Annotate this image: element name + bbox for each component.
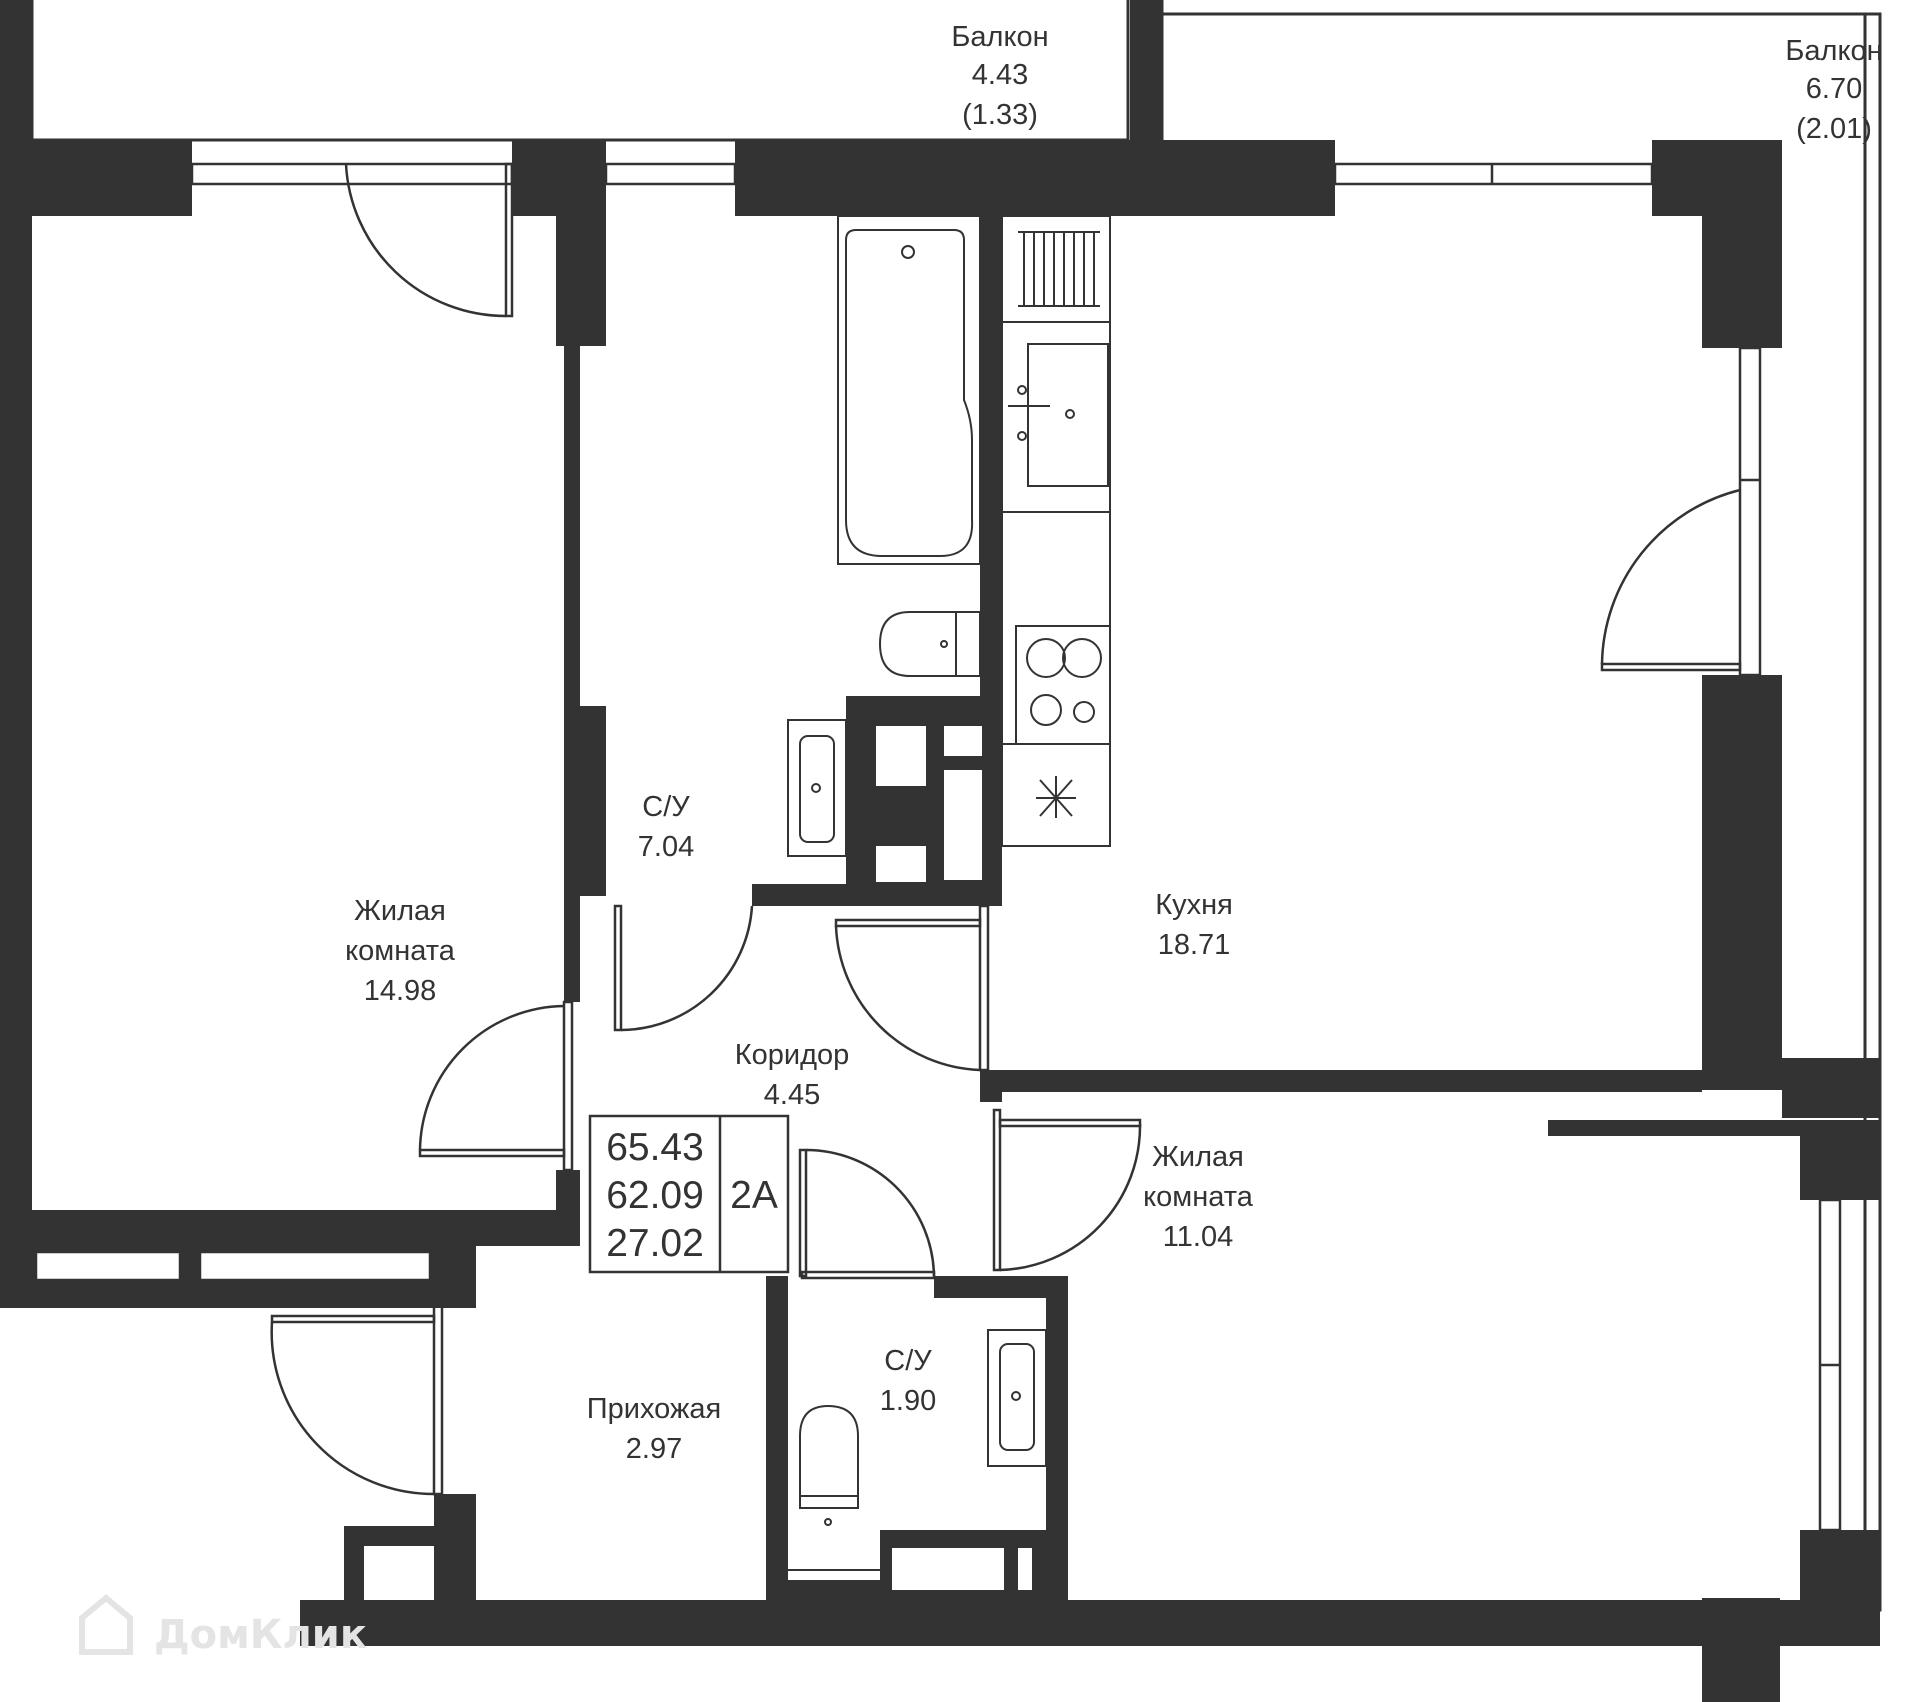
balcony-1-coef: (1.33) (962, 99, 1038, 131)
bathroom-1-name: С/У (642, 791, 690, 823)
living-room-2-line1: Жилая (1152, 1141, 1244, 1173)
room-labels: Балкон 4.43 (1.33) Балкон 6.70 (2.01) С/… (345, 21, 1882, 1465)
sink-icon-2 (987, 1329, 1047, 1467)
living-room-1-line2: комната (345, 935, 456, 967)
living-total: 62.09 (606, 1174, 704, 1217)
bathroom-2-area: 1.90 (880, 1385, 936, 1417)
bathroom-1-area: 7.04 (638, 831, 694, 863)
balcony-2-name: Балкон (1785, 35, 1882, 67)
apartment-type: 2А (730, 1174, 778, 1217)
hallway-name: Прихожая (587, 1393, 721, 1425)
watermark: ДомКлик (79, 1594, 367, 1658)
boiler-icon (1036, 776, 1076, 818)
fixtures (787, 215, 1111, 1571)
walls (0, 0, 1880, 1702)
balcony-2-coef: (2.01) (1796, 113, 1872, 145)
storage-niches (364, 726, 1032, 1600)
windows (34, 162, 1842, 1532)
kitchen-area: 18.71 (1158, 929, 1231, 961)
hallway-area: 2.97 (626, 1433, 682, 1465)
doors (270, 162, 1742, 1496)
balcony-1-name: Балкон (951, 21, 1048, 53)
living-room-1-area: 14.98 (364, 975, 437, 1007)
bathroom-2-name: С/У (884, 1345, 932, 1377)
toilet-icon (878, 611, 981, 677)
kitchen-sink-icon (1027, 343, 1109, 487)
corridor-area: 4.45 (764, 1079, 820, 1111)
sink-icon (787, 719, 847, 857)
apartment-summary: 65.43 62.09 27.02 2А (588, 1114, 790, 1274)
balcony-2-area: 6.70 (1806, 73, 1862, 105)
corridor-name: Коридор (735, 1039, 850, 1071)
living-room-2-line2: комната (1143, 1181, 1254, 1213)
watermark-text: ДомКлик (154, 1612, 367, 1658)
toilet-icon-2 (799, 1404, 859, 1509)
bathtub-icon (837, 215, 981, 565)
house-logo-icon (79, 1594, 133, 1655)
living-room-2-area: 11.04 (1163, 1221, 1233, 1253)
total-area: 65.43 (606, 1126, 704, 1169)
residential-area: 27.02 (606, 1222, 704, 1265)
kitchen-counter (1001, 321, 1111, 847)
balcony-1-area: 4.43 (972, 59, 1028, 91)
living-room-1-line1: Жилая (354, 895, 446, 927)
kitchen-name: Кухня (1155, 889, 1233, 921)
